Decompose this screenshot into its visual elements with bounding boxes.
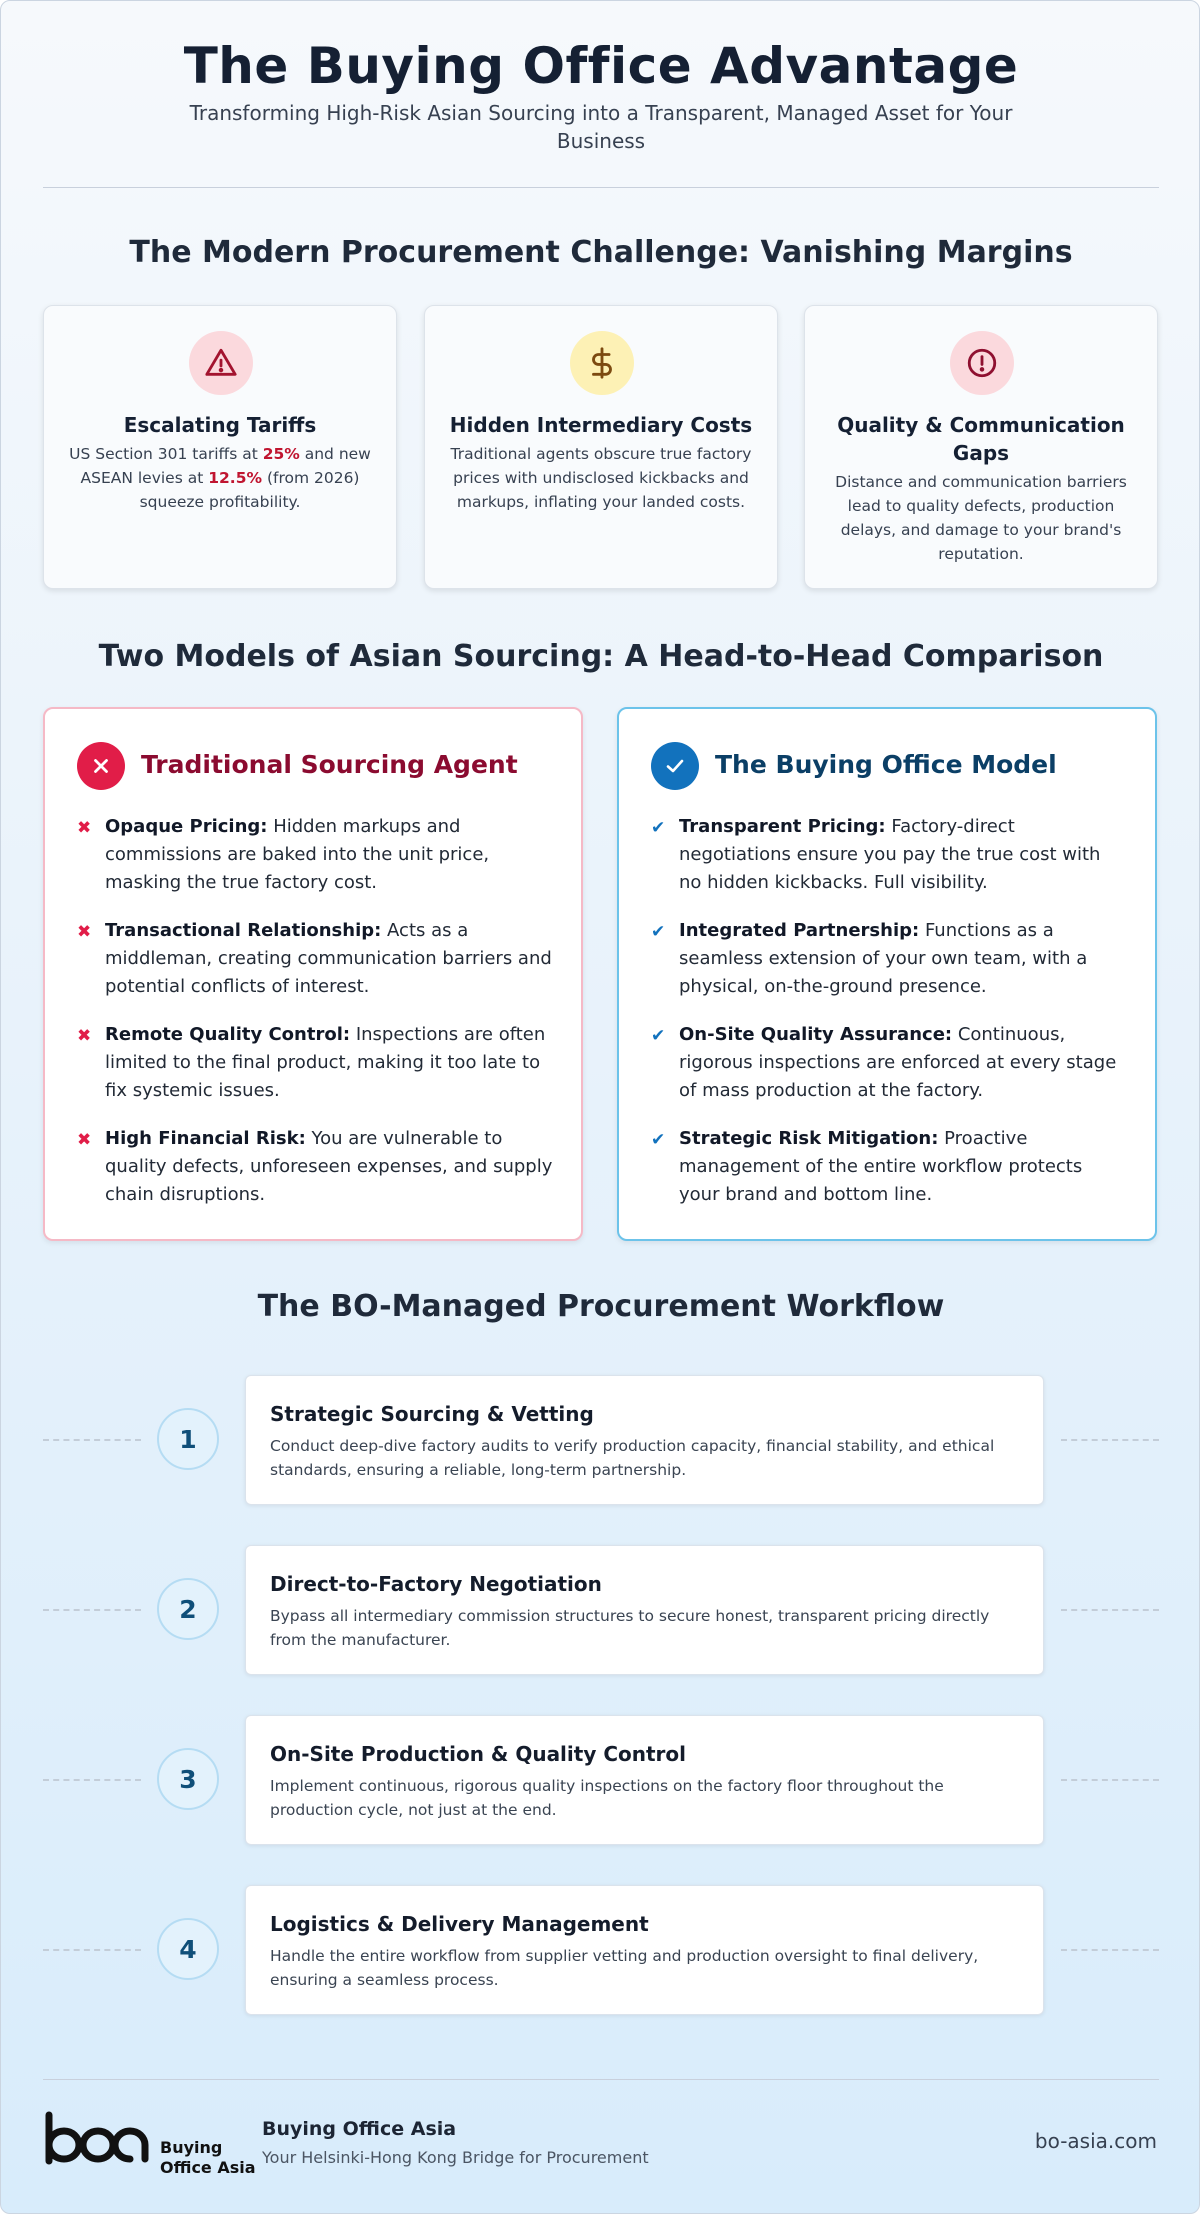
- step-description: Implement continuous, rigorous quality i…: [270, 1777, 944, 1819]
- buying-office-panel-title: The Buying Office Model: [715, 750, 1057, 779]
- check-circle-icon: [651, 742, 699, 790]
- challenge-section-title: The Modern Procurement Challenge: Vanish…: [129, 235, 1073, 270]
- buying-office-list: ✔Transparent Pricing: Factory-direct neg…: [651, 813, 1127, 1229]
- company-logo: [43, 2111, 153, 2173]
- step-number-badge: 4: [157, 1918, 219, 1980]
- check-mark-icon: ✔: [651, 1130, 666, 1150]
- step-connector-left: [43, 1949, 141, 1951]
- step-number-badge: 1: [157, 1408, 219, 1470]
- challenge-card-text: Distance and communication barriers lead…: [835, 473, 1127, 563]
- step-description: Handle the entire workflow from supplier…: [270, 1947, 979, 1989]
- traditional-panel-title: Traditional Sourcing Agent: [141, 750, 518, 779]
- challenge-card-intermediary: Hidden Intermediary Costs Traditional ag…: [424, 305, 778, 589]
- list-item: ✔Strategic Risk Mitigation: Proactive ma…: [651, 1128, 1083, 1205]
- buying-office-panel: The Buying Office Model ✔Transparent Pri…: [617, 707, 1157, 1241]
- workflow-step-card: On-Site Production & Quality Control Imp…: [245, 1715, 1044, 1845]
- check-mark-icon: ✔: [651, 1026, 666, 1046]
- step-title: Strategic Sourcing & Vetting: [270, 1402, 594, 1426]
- step-connector-right: [1061, 1609, 1159, 1611]
- list-item: ✖Transactional Relationship: Acts as a m…: [77, 920, 552, 997]
- step-description: Conduct deep-dive factory audits to veri…: [270, 1437, 995, 1479]
- list-item: ✔On-Site Quality Assurance: Continuous, …: [651, 1024, 1117, 1101]
- step-connector-left: [43, 1609, 141, 1611]
- page-title: The Buying Office Advantage: [183, 37, 1019, 95]
- traditional-list: ✖Opaque Pricing: Hidden markups and comm…: [77, 813, 553, 1229]
- workflow-section-title: The BO-Managed Procurement Workflow: [257, 1289, 945, 1324]
- workflow-step-card: Strategic Sourcing & Vetting Conduct dee…: [245, 1375, 1044, 1505]
- check-mark-icon: ✔: [651, 922, 666, 942]
- challenge-card-title: Quality & Communication Gaps: [837, 413, 1125, 465]
- challenge-card-tariffs: Escalating Tariffs US Section 301 tariff…: [43, 305, 397, 589]
- list-item: ✔Integrated Partnership: Functions as a …: [651, 920, 1088, 997]
- challenge-card-title: Hidden Intermediary Costs: [449, 413, 753, 437]
- footer-tagline: Your Helsinki-Hong Kong Bridge for Procu…: [262, 2148, 649, 2167]
- challenge-card-quality: Quality & Communication Gaps Distance an…: [804, 305, 1158, 589]
- list-item: ✖Opaque Pricing: Hidden markups and comm…: [77, 816, 490, 893]
- alert-circle-icon: [950, 331, 1014, 395]
- check-mark-icon: ✔: [651, 818, 666, 838]
- footer-divider: [43, 2079, 1159, 2080]
- step-title: On-Site Production & Quality Control: [270, 1742, 687, 1766]
- tariff-rate-us: 25%: [262, 445, 300, 463]
- close-circle-icon: [77, 742, 125, 790]
- x-mark-icon: ✖: [77, 1130, 92, 1150]
- traditional-agent-panel: Traditional Sourcing Agent ✖Opaque Prici…: [43, 707, 583, 1241]
- page-subtitle: Transforming High-Risk Asian Sourcing in…: [189, 101, 1013, 153]
- footer-company-name: Buying Office Asia: [262, 2118, 457, 2140]
- list-item: ✖High Financial Risk: You are vulnerable…: [77, 1128, 553, 1205]
- step-number-badge: 3: [157, 1748, 219, 1810]
- list-item: ✖Remote Quality Control: Inspections are…: [77, 1024, 546, 1101]
- footer-website-link[interactable]: bo-asia.com: [1034, 2129, 1157, 2153]
- header-divider: [43, 187, 1159, 188]
- tariff-rate-asean: 12.5%: [208, 469, 263, 487]
- step-connector-right: [1061, 1779, 1159, 1781]
- dollar-icon: [570, 331, 634, 395]
- challenge-card-text: US Section 301 tariffs at 25% and new AS…: [69, 445, 371, 511]
- step-connector-right: [1061, 1949, 1159, 1951]
- workflow-step-card: Logistics & Delivery Management Handle t…: [245, 1885, 1044, 2015]
- step-connector-right: [1061, 1439, 1159, 1441]
- step-title: Logistics & Delivery Management: [270, 1912, 649, 1936]
- step-connector-left: [43, 1779, 141, 1781]
- x-mark-icon: ✖: [77, 1026, 92, 1046]
- x-mark-icon: ✖: [77, 922, 92, 942]
- list-item: ✔Transparent Pricing: Factory-direct neg…: [651, 816, 1101, 893]
- step-description: Bypass all intermediary commission struc…: [270, 1607, 990, 1649]
- step-connector-left: [43, 1439, 141, 1441]
- x-mark-icon: ✖: [77, 818, 92, 838]
- logo-wordmark: Buying Office Asia: [160, 2138, 256, 2177]
- step-number-badge: 2: [157, 1578, 219, 1640]
- step-title: Direct-to-Factory Negotiation: [270, 1572, 602, 1596]
- workflow-step-card: Direct-to-Factory Negotiation Bypass all…: [245, 1545, 1044, 1675]
- warning-icon: [189, 331, 253, 395]
- challenge-card-text: Traditional agents obscure true factory …: [450, 445, 752, 511]
- challenge-card-title: Escalating Tariffs: [123, 413, 317, 437]
- comparison-section-title: Two Models of Asian Sourcing: A Head-to-…: [98, 639, 1104, 674]
